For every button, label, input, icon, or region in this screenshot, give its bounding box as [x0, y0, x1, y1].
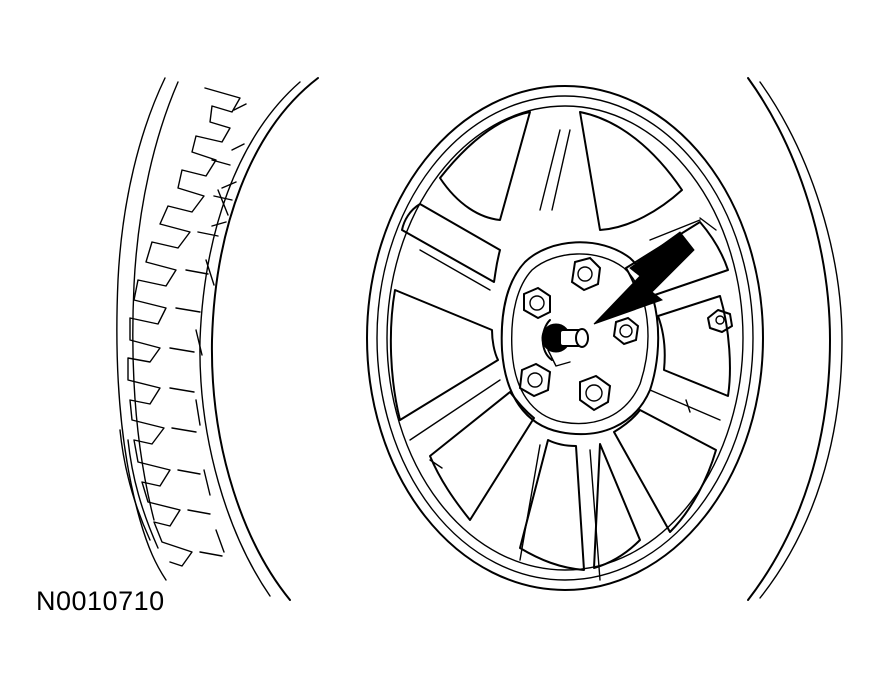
wheel-rim [366, 85, 764, 591]
lug-nut-lower-left [518, 362, 552, 398]
wheel-hub [500, 241, 660, 436]
lug-nut-top [570, 256, 602, 292]
lug-nut-bottom [579, 374, 612, 412]
tire-tread [116, 77, 247, 581]
lug-nut-left [523, 286, 551, 320]
valve-stem [707, 309, 733, 333]
lug-nuts [518, 256, 640, 412]
axle-spindle [541, 319, 589, 367]
pointer-arrow [593, 231, 695, 325]
figure-id-label: N0010710 [36, 586, 165, 616]
lug-nut-right [612, 316, 640, 346]
tire-sidewall [199, 77, 843, 601]
